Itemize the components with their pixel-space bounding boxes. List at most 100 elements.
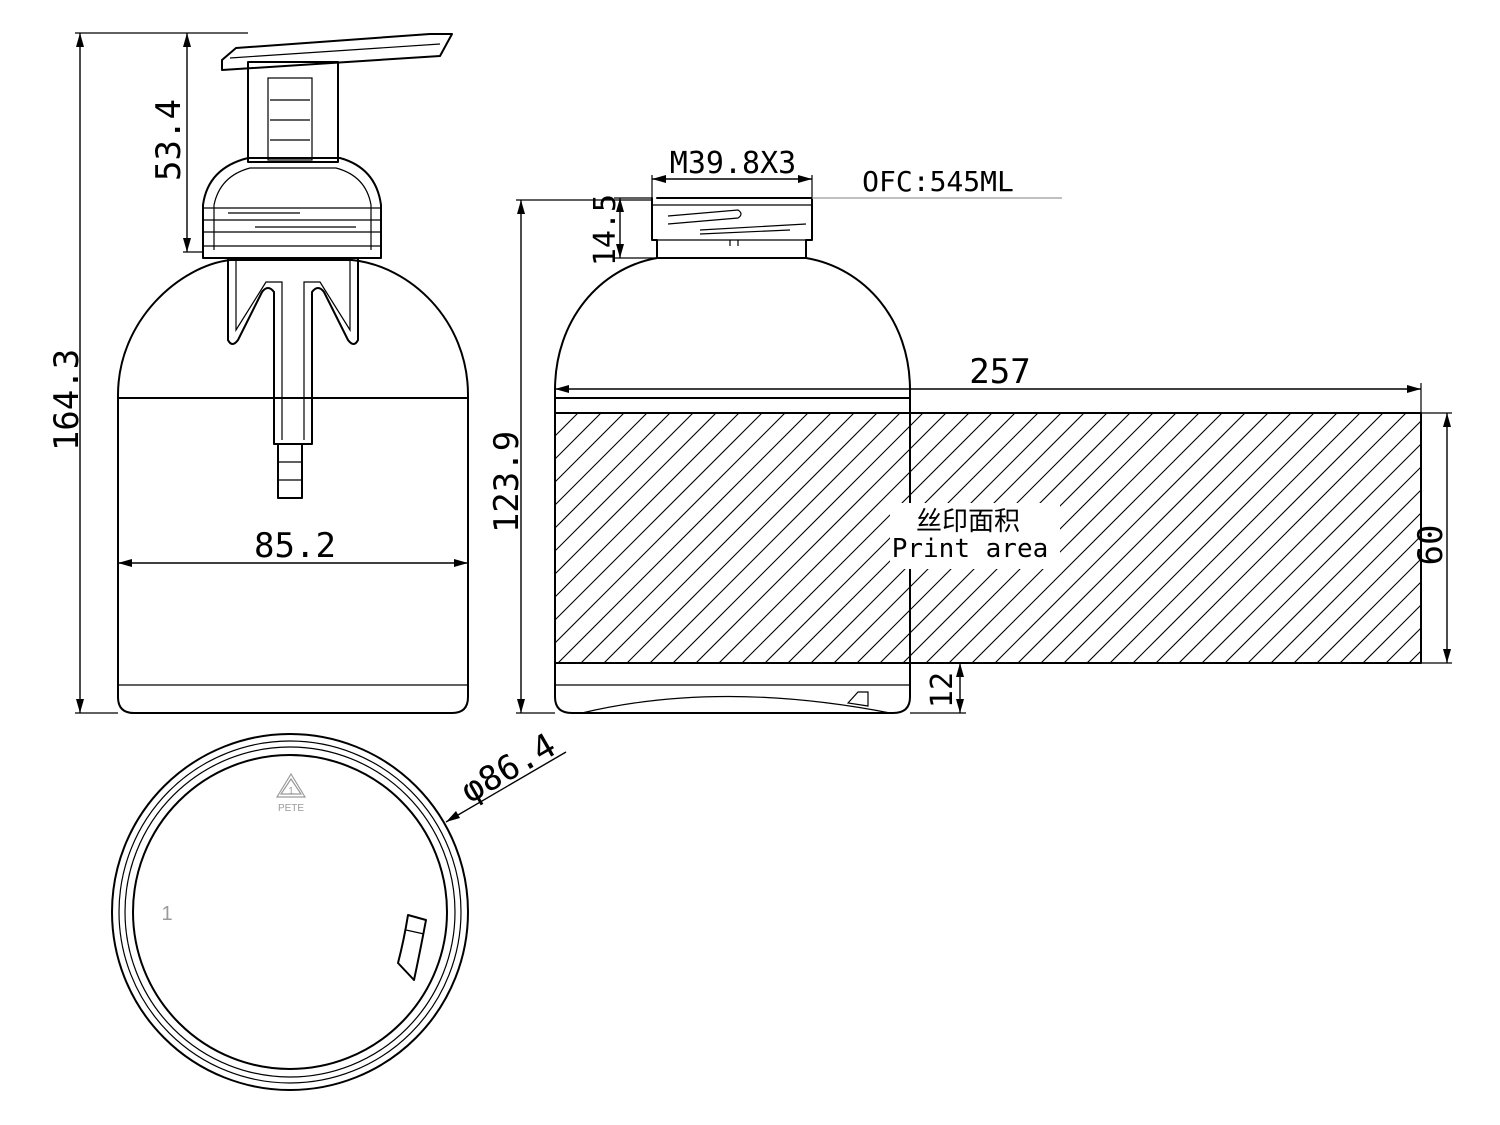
print-area-label-cn: 丝印面积 [916, 507, 1020, 537]
arrowhead [76, 699, 84, 713]
hatch-line [1040, 413, 1292, 663]
front-view-with-pump: 164.3 53.4 85.2 [47, 32, 469, 714]
pump-stem [247, 61, 339, 163]
hatch-line [948, 413, 1200, 663]
dip-tube-tip [277, 443, 303, 499]
capacity-label: OFC:545ML [862, 165, 1014, 198]
print-area [554, 412, 1422, 664]
hatch-line [1017, 413, 1269, 663]
pump-actuator-head [221, 33, 453, 71]
base-ring [124, 746, 456, 1078]
hatch-line [971, 413, 1223, 663]
pump-collar [202, 157, 382, 259]
base-diameter-label: φ86.4 [454, 726, 563, 812]
label-width-label: 257 [969, 352, 1030, 392]
hatch-line [580, 413, 832, 663]
thread-spec-label: M39.8X3 [670, 146, 796, 181]
hatch-line [626, 413, 878, 663]
arrowhead [446, 811, 460, 822]
pump-height-label: 53.4 [149, 99, 189, 181]
hatch-line [1339, 581, 1421, 663]
mold-number: 1 [161, 903, 172, 925]
hatch-line [555, 413, 625, 483]
hatch-line [1201, 443, 1421, 663]
hatch-line [555, 413, 786, 644]
hatch-line [672, 413, 924, 663]
hatch-line [1247, 489, 1421, 663]
arrowhead [517, 699, 525, 713]
hatch-line [1270, 512, 1421, 663]
arrowhead [956, 699, 964, 713]
neck-height-label: 14.5 [588, 194, 623, 266]
bottle-height-label: 123.9 [487, 431, 527, 533]
bottom-view-base: 1 PETE 1 φ86.4 [111, 726, 567, 1091]
hatch-line [649, 413, 901, 663]
hatch-line [555, 413, 648, 506]
base-punt [581, 695, 891, 714]
hatch-line [718, 413, 970, 663]
bottle-body-outline [554, 257, 911, 714]
hatch-line [1086, 413, 1338, 663]
hatch-line [1132, 413, 1384, 663]
base-mark [846, 691, 869, 707]
hatch-line [695, 413, 947, 663]
pump-spring-inner [235, 258, 351, 440]
arrowhead [652, 175, 666, 183]
pump-collar-inner [213, 167, 372, 250]
pump-spring [227, 257, 359, 445]
base-diameter-leader [445, 751, 567, 823]
recycle-text: PETE [278, 803, 304, 814]
base-outer-ring [111, 733, 469, 1091]
recycle-code: 1 [288, 786, 294, 797]
hatch-line [555, 413, 671, 529]
arrowhead [555, 385, 569, 393]
hatch-line [1293, 535, 1421, 663]
label-height-label: 60 [1411, 525, 1451, 566]
overall-height-label: 164.3 [47, 349, 87, 451]
base-inner-ring [132, 754, 448, 1070]
hatch-line [741, 413, 993, 663]
body-width-label: 85.2 [254, 526, 336, 566]
hatch-line [1155, 413, 1407, 663]
hatch-line [994, 413, 1246, 663]
arrowhead [616, 244, 624, 258]
hatch-line [557, 413, 809, 663]
pump-piston [267, 77, 313, 161]
bottle-body-outline [117, 259, 469, 714]
label-offset-label: 12 [925, 672, 960, 708]
arrowhead [118, 559, 132, 567]
arrowhead [1443, 413, 1451, 427]
neck-thread [667, 209, 807, 235]
arrowhead [956, 663, 964, 677]
hatch-line [1224, 466, 1421, 663]
print-area-label-en: Print area [892, 534, 1049, 564]
hatch-line [603, 413, 855, 663]
hatch-line [1063, 413, 1315, 663]
print-area-label-bg [890, 503, 1060, 569]
actuator-nozzle-line [229, 43, 441, 59]
hatch-line [1316, 558, 1421, 663]
arrowhead [517, 200, 525, 214]
arrowhead [183, 33, 191, 47]
arrowhead [1407, 385, 1421, 393]
arrowhead [616, 198, 624, 212]
hatch-line [555, 413, 694, 552]
arrowhead [454, 559, 468, 567]
hatch-line [1178, 420, 1421, 663]
hatch-line [1109, 413, 1361, 663]
side-view-bottle: 丝印面积 Print area M39.8X3 OFC:545ML 14.5 1… [487, 146, 1452, 714]
recycle-icon [275, 772, 307, 798]
hatch-line [555, 413, 579, 437]
base-gate-mark [397, 914, 427, 981]
hatch-line [555, 413, 740, 598]
gate-mark-line [405, 929, 425, 935]
hatch-line [1362, 604, 1421, 663]
hatch-line [555, 413, 602, 460]
arrowhead [798, 175, 812, 183]
arrowhead [76, 33, 84, 47]
base-ring [118, 740, 462, 1084]
hatch-line [555, 413, 763, 621]
arrowhead [183, 238, 191, 252]
arrowhead [1443, 649, 1451, 663]
